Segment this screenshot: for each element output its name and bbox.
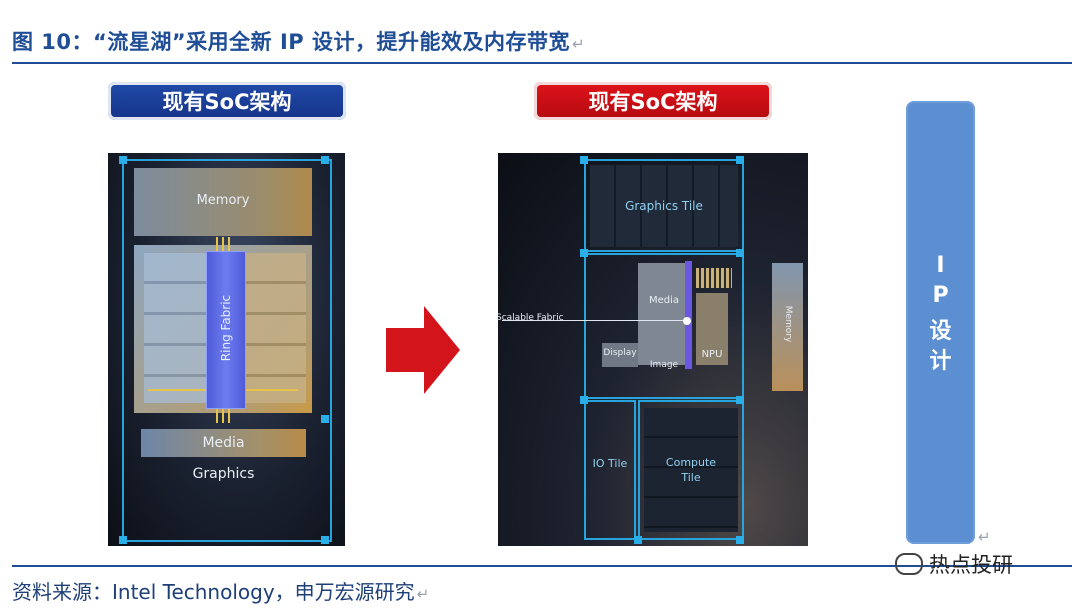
wechat-icon	[895, 553, 923, 575]
source-note: 资料来源：Intel Technology，申万宏源研究↵	[12, 576, 429, 605]
npu-block	[696, 293, 728, 365]
ip-design-box: I P 设 计	[906, 101, 975, 544]
corner-dot	[580, 249, 588, 257]
left-soc-diagram: Memory Ring Fabric Media Graphics	[108, 153, 345, 546]
corner-dot	[119, 156, 127, 164]
left-outer-frame	[122, 159, 332, 542]
ring-fabric-block	[206, 251, 246, 409]
io-tile-label: IO Tile	[592, 457, 628, 470]
left-memory-label: Memory	[196, 193, 250, 208]
label-left: 现有SoC架构	[108, 82, 346, 120]
corner-dot	[580, 156, 588, 164]
memory-label: Memory	[783, 305, 793, 343]
compute-tile-fill	[644, 408, 738, 532]
source-text: 资料来源：Intel Technology，申万宏源研究	[12, 580, 415, 604]
soc-tile-frame	[584, 253, 744, 399]
connector	[222, 237, 224, 251]
ip-char: 计	[929, 349, 952, 374]
right-soc-diagram: Graphics Tile Media NPU Display Image Sc…	[496, 153, 808, 546]
scalable-fabric-label: Scalable Fabric	[496, 313, 564, 323]
connector	[222, 409, 224, 423]
watermark: 热点投研	[895, 549, 1013, 579]
corner-dot	[321, 536, 329, 544]
left-core-grid	[144, 253, 206, 403]
figure-title: 图 10：“流星湖”采用全新 IP 设计，提升能效及内存带宽↵	[12, 26, 585, 56]
top-rule	[12, 62, 1072, 64]
label-right: 现有SoC架构	[534, 82, 772, 120]
graphics-tile-label: Graphics Tile	[625, 199, 703, 213]
display-block	[602, 343, 638, 367]
bottom-rule	[12, 565, 1072, 567]
return-icon: ↵	[571, 35, 586, 53]
image-label: Image	[649, 360, 679, 370]
corner-dot	[736, 396, 744, 404]
left-media-block	[141, 429, 306, 457]
pointer-dot	[683, 317, 691, 325]
io-tile-frame	[584, 400, 636, 540]
memory-stack	[772, 263, 803, 391]
scalable-fabric-pointer	[502, 320, 686, 321]
corner-dot	[736, 156, 744, 164]
graphics-tile-fill	[590, 165, 738, 247]
corner-dot	[736, 536, 744, 544]
compute-tile-label: Compute Tile	[665, 456, 717, 484]
npu-label: NPU	[701, 349, 723, 360]
ip-char: I	[936, 253, 945, 278]
corner-dot	[736, 249, 744, 257]
corner-dot	[119, 536, 127, 544]
watermark-text: 热点投研	[929, 553, 1013, 577]
scalable-fabric-bar	[685, 261, 692, 369]
connector	[228, 237, 230, 251]
ring-fabric-label: Ring Fabric	[219, 294, 233, 362]
media-block	[638, 263, 690, 365]
right-core-grid	[246, 253, 306, 403]
ip-char: 设	[929, 319, 952, 344]
return-icon: ↵	[978, 528, 991, 546]
compute-tile-frame	[638, 400, 744, 540]
left-graphics-label: Graphics	[192, 466, 255, 482]
connector	[228, 409, 230, 423]
left-media-label: Media	[202, 435, 245, 451]
return-icon: ↵	[416, 585, 430, 603]
corner-dot	[321, 156, 329, 164]
display-label: Display	[603, 348, 637, 358]
connector	[216, 237, 218, 251]
graphics-tile-frame	[584, 159, 744, 252]
connector	[216, 409, 218, 423]
figure-title-text: 图 10：“流星湖”采用全新 IP 设计，提升能效及内存带宽	[12, 30, 570, 54]
arrow-right-icon	[386, 306, 460, 394]
corner-dot	[634, 536, 642, 544]
media-label: Media	[648, 295, 680, 306]
corner-dot	[580, 396, 588, 404]
left-memory-block	[134, 168, 312, 236]
corner-dot	[321, 415, 329, 423]
ip-char: P	[932, 283, 949, 308]
memory-ctrl-block	[696, 268, 732, 288]
